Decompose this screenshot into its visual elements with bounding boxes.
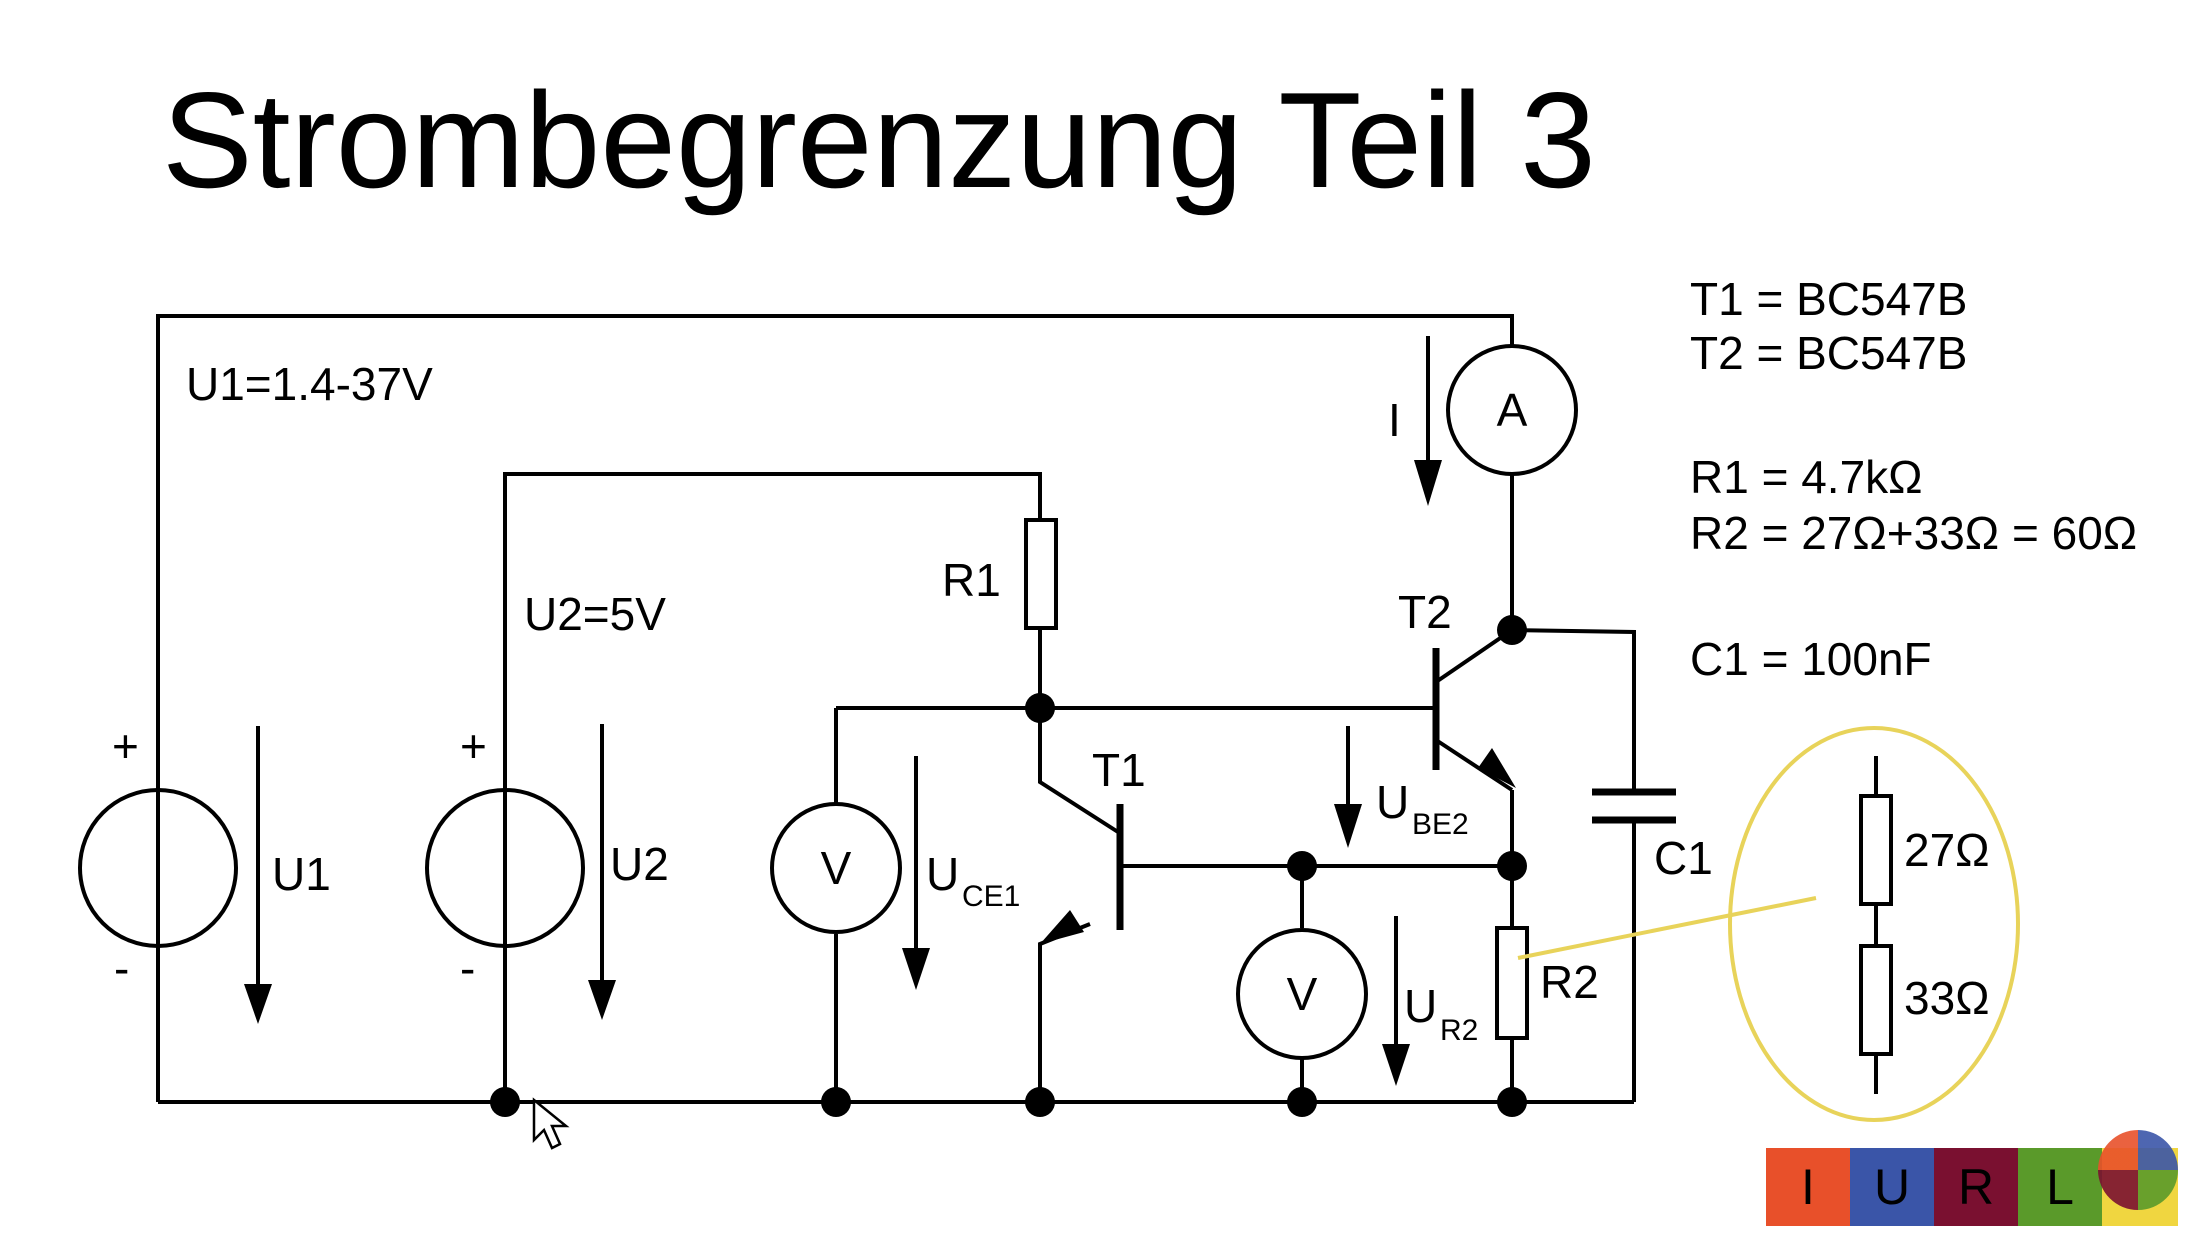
resistor-r2 — [1495, 926, 1529, 1040]
logo-letter-i: I — [1766, 1148, 1850, 1226]
label-ur2: U — [1404, 980, 1437, 1032]
spec-r2: R2 = 27Ω+33Ω = 60Ω — [1690, 507, 2138, 559]
label-u2-plus: + — [460, 720, 487, 772]
page-title: Strombegrenzung Teil 3 — [162, 64, 1596, 216]
label-u2-minus: - — [460, 942, 475, 994]
ammeter: A — [1446, 344, 1578, 476]
logo-letter-r: R — [1934, 1148, 2018, 1226]
svg-text:A: A — [1497, 384, 1528, 436]
logo-circle-icon — [2098, 1130, 2178, 1210]
label-ur2-sub: R2 — [1440, 1014, 1478, 1047]
label-r2: R2 — [1540, 956, 1599, 1008]
spec-r1: R1 = 4.7kΩ — [1690, 451, 1923, 503]
label-t1: T1 — [1092, 744, 1146, 796]
source-u1 — [78, 788, 238, 948]
logo-letter-l: L — [2018, 1148, 2102, 1226]
label-ube2-sub: BE2 — [1412, 808, 1469, 841]
label-u1-plus: + — [112, 720, 139, 772]
logo-letter-u: U — [1850, 1148, 1934, 1226]
mouse-cursor-icon — [532, 1097, 570, 1150]
label-t2: T2 — [1398, 586, 1452, 638]
capacitor-c1 — [1592, 788, 1676, 824]
label-uce1-sub: CE1 — [962, 880, 1020, 913]
spec-t1: T1 = BC547B — [1690, 273, 1968, 325]
label-u1: U1 — [272, 848, 331, 900]
label-c1: C1 — [1654, 832, 1713, 884]
label-u2-value: U2=5V — [524, 588, 666, 640]
label-u2: U2 — [610, 838, 669, 890]
spec-t2: T2 = BC547B — [1690, 327, 1968, 379]
resistor-r1 — [1024, 518, 1058, 630]
label-33-ohm: 33Ω — [1904, 972, 1990, 1024]
voltmeter-1: V — [770, 802, 902, 934]
spec-c1: C1 = 100nF — [1690, 633, 1932, 685]
svg-text:V: V — [821, 842, 852, 894]
label-u1-minus: - — [114, 942, 129, 994]
voltage-arrows — [244, 336, 1442, 1086]
svg-text:V: V — [1287, 968, 1318, 1020]
junction-dots — [490, 615, 1527, 1117]
transistor-t2 — [1432, 648, 1516, 788]
label-27-ohm: 27Ω — [1904, 824, 1990, 876]
voltmeter-2: V — [1236, 928, 1368, 1060]
label-ube2: U — [1376, 776, 1409, 828]
label-current: I — [1388, 394, 1401, 446]
label-u1-range: U1=1.4-37V — [186, 358, 433, 410]
source-u2 — [425, 788, 585, 948]
r2-detail-callout: 27Ω 33Ω — [1517, 726, 2020, 1122]
label-uce1: U — [926, 848, 959, 900]
transistor-t1 — [1040, 804, 1124, 944]
label-r1: R1 — [942, 554, 1001, 606]
